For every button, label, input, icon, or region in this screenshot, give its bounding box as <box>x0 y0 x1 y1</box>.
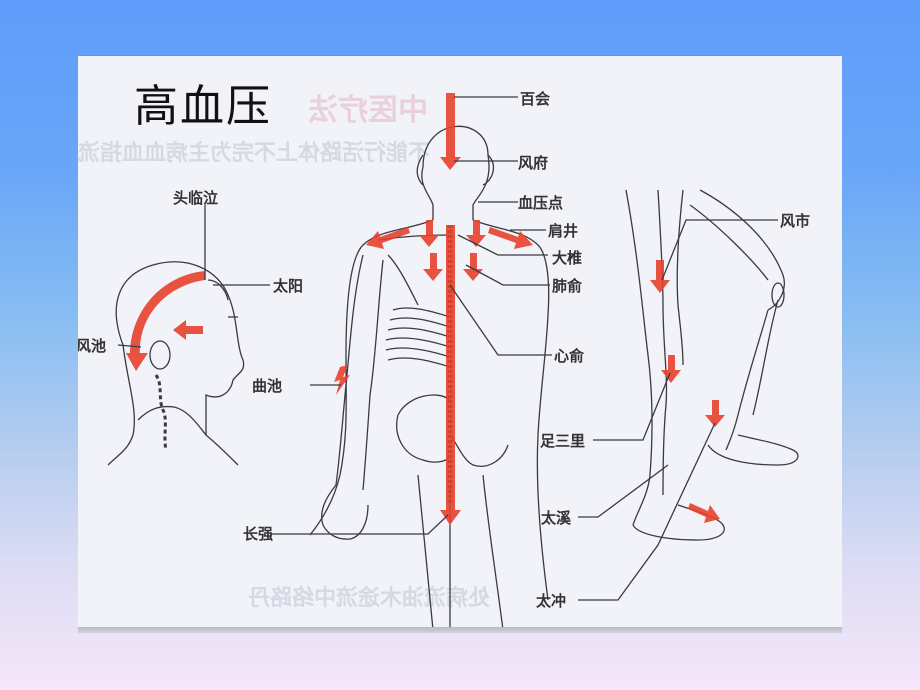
label-fengshi: 风市 <box>780 212 811 230</box>
label-feishu: 肺俞 <box>552 277 583 295</box>
label-fengfu: 风府 <box>518 154 549 172</box>
label-dazhui: 大椎 <box>552 249 583 267</box>
label-jianjing: 肩井 <box>548 222 579 240</box>
label-quchi: 曲池 <box>252 377 283 395</box>
diagram-image-panel: 中医疗法 不能行活路体上不完为主病血血指流 处病流油木途流中络路丹 <box>78 55 842 633</box>
label-changqiang: 长强 <box>243 525 274 543</box>
scan-bottom-edge <box>78 627 842 633</box>
label-xueyadian: 血压点 <box>518 194 564 212</box>
label-touqinqi: 头临泣 <box>173 189 219 207</box>
label-taixi: 太溪 <box>541 509 572 527</box>
label-baihui: 百会 <box>520 90 551 108</box>
label-taichong: 太冲 <box>536 592 567 610</box>
acupuncture-figure-drawing <box>107 93 799 633</box>
label-taiyang: 太阳 <box>273 277 304 295</box>
page-title: 高血压 <box>134 81 272 132</box>
label-xinshu: 心俞 <box>554 347 585 365</box>
label-zusanli: 足三里 <box>540 432 586 450</box>
label-fengchi: 风池 <box>78 337 107 355</box>
